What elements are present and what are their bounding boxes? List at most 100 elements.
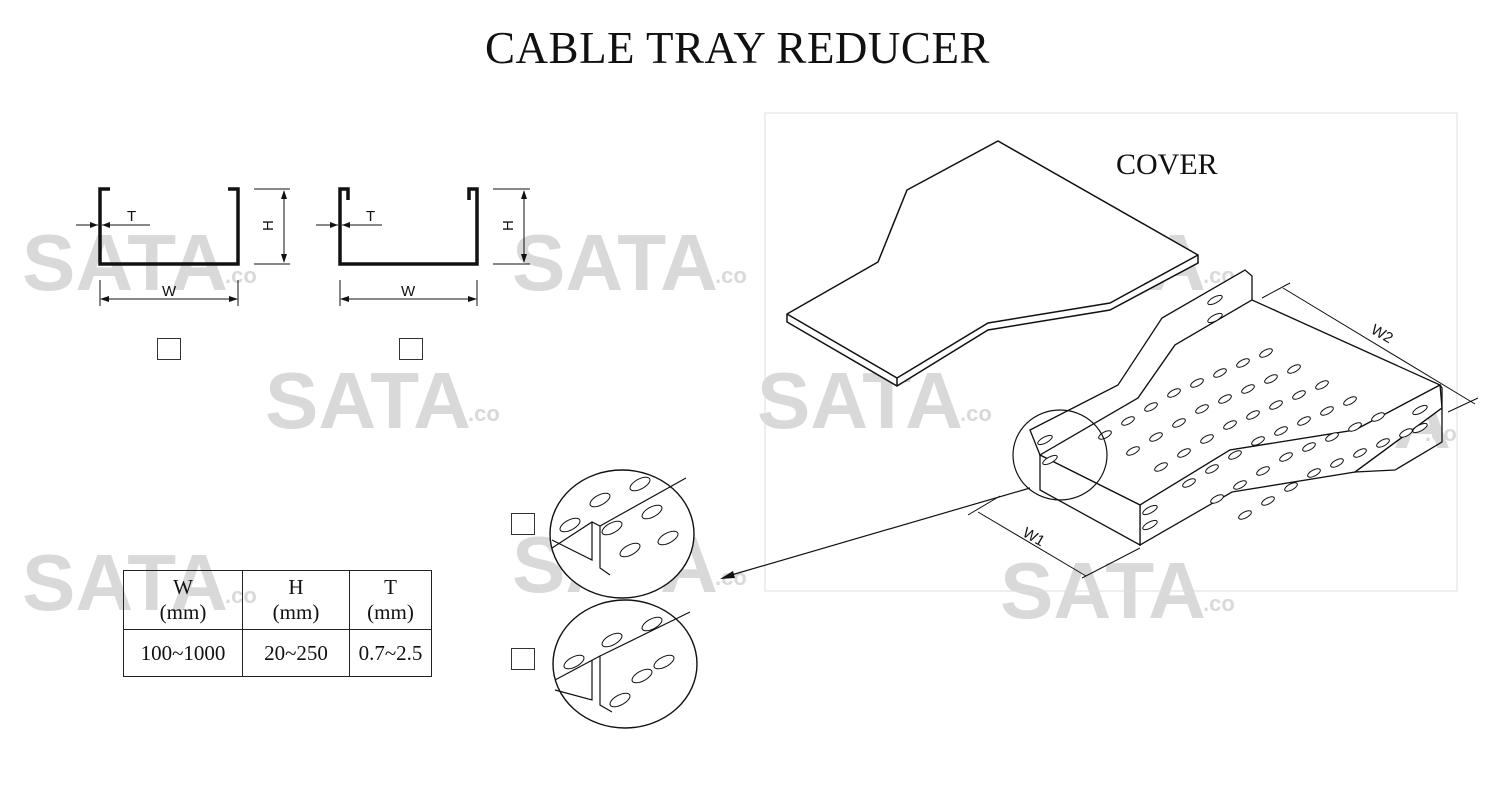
slot-hole [1261,496,1275,506]
svg-text:.co: .co [1425,421,1457,446]
header-t-unit: (mm) [367,600,414,624]
detail-1-slots [559,476,679,558]
profile-1-h-arrows [281,190,287,263]
slot-hole [1315,380,1329,390]
slot-hole [1207,312,1223,324]
detail-1-lip [599,477,687,527]
slot-hole [641,616,663,632]
slot-hole [1241,384,1255,394]
slot-hole [1325,432,1339,442]
slot-hole [1121,416,1135,426]
cover-drawing [786,140,1199,387]
slot-hole [1330,458,1344,468]
detail-leader [727,487,1031,577]
slot-hole [631,668,653,684]
watermark: SATA.co [512,218,747,307]
slot-hole [1307,468,1321,478]
slot-hole [1348,422,1362,432]
w1-dimension [967,495,1141,579]
slot-hole [1200,434,1214,444]
profile-2-h-arrows [521,190,527,263]
slot-hole [653,654,675,670]
profile-1-w-label: W [162,283,177,300]
svg-text:.co: .co [1203,591,1235,616]
option-checkbox-detail-1[interactable] [511,513,535,535]
slot-hole [1353,448,1367,458]
profile-2-w-label: W [401,283,416,300]
value-cell-t: 0.7~2.5 [349,629,432,677]
detail-view-1 [549,469,695,599]
profile-2-outline [338,187,479,266]
header-h-name: H [288,575,304,599]
slot-hole [559,517,581,533]
svg-text:SATA: SATA [265,356,471,445]
slot-hole [1302,442,1316,452]
cover-label: COVER [1116,148,1218,181]
detail-1-return [551,522,593,561]
option-checkbox-profile-2[interactable] [399,338,423,360]
profile-1-t-arrows [90,222,110,228]
spec-table-value-row: 100~1000 20~250 0.7~2.5 [123,629,432,677]
detail-2-return [554,660,593,701]
slot-hole [1399,428,1413,438]
tray-near-end [1039,453,1141,547]
view-frame [764,112,1458,592]
header-h-unit: (mm) [272,600,320,624]
slot-hole [1210,494,1224,504]
slot-hole [1292,390,1306,400]
slot-hole [1236,358,1250,368]
tray-drawing [1029,269,1443,547]
svg-text:.co: .co [225,263,257,288]
slot-hole [1274,426,1288,436]
w1-ext-right [1081,547,1141,579]
slot-hole [589,492,611,508]
slot-hole [1412,404,1428,416]
cover-edge [786,254,1199,379]
profile-2-h-label: H [500,220,517,231]
slot-hole [1042,454,1058,466]
slot-hole [1205,464,1219,474]
detail-1-outline [549,469,695,599]
cover-plate [786,140,1199,387]
value-cell-h: 20~250 [242,629,350,677]
header-cell-h: H(mm) [242,570,350,630]
slot-hole [1172,418,1186,428]
profile-1-t-label: T [127,208,136,225]
slot-hole [1376,438,1390,448]
slot-hole [1177,448,1191,458]
svg-text:SATA: SATA [512,218,718,307]
slot-hole [619,542,641,558]
option-checkbox-detail-2[interactable] [511,648,535,670]
slot-hole [601,520,623,536]
slot-hole [657,530,679,546]
slot-hole [1190,378,1204,388]
w1-ext-left [967,495,1001,516]
slot-hole [1279,452,1293,462]
w2-label: W2 [1368,321,1396,347]
detail-2-outline [552,599,698,729]
svg-text:.co: .co [468,401,500,426]
slot-hole [1297,416,1311,426]
page-title: CABLE TRAY REDUCER [485,23,990,73]
detail-view-2 [552,599,698,729]
watermark: SATA.co [757,356,992,445]
slot-hole [1251,436,1265,446]
header-w-unit: (mm) [159,600,207,624]
tray-right-end [1352,384,1443,473]
slot-hole [1154,462,1168,472]
option-checkbox-profile-1[interactable] [157,338,181,360]
slot-hole [1256,466,1270,476]
slot-hole [1167,388,1181,398]
slot-hole [1223,420,1237,430]
spec-table-header-row: W(mm) H(mm) T(mm) [123,570,432,630]
slot-hole [1144,402,1158,412]
w2-dim-line [1282,287,1476,405]
slot-hole [1412,422,1428,434]
slot-hole [1182,478,1196,488]
slot-hole [1264,374,1278,384]
slot-hole [601,632,623,648]
detail-2-slots [563,616,675,708]
header-t-name: T [384,575,397,599]
slot-hole [609,692,631,708]
